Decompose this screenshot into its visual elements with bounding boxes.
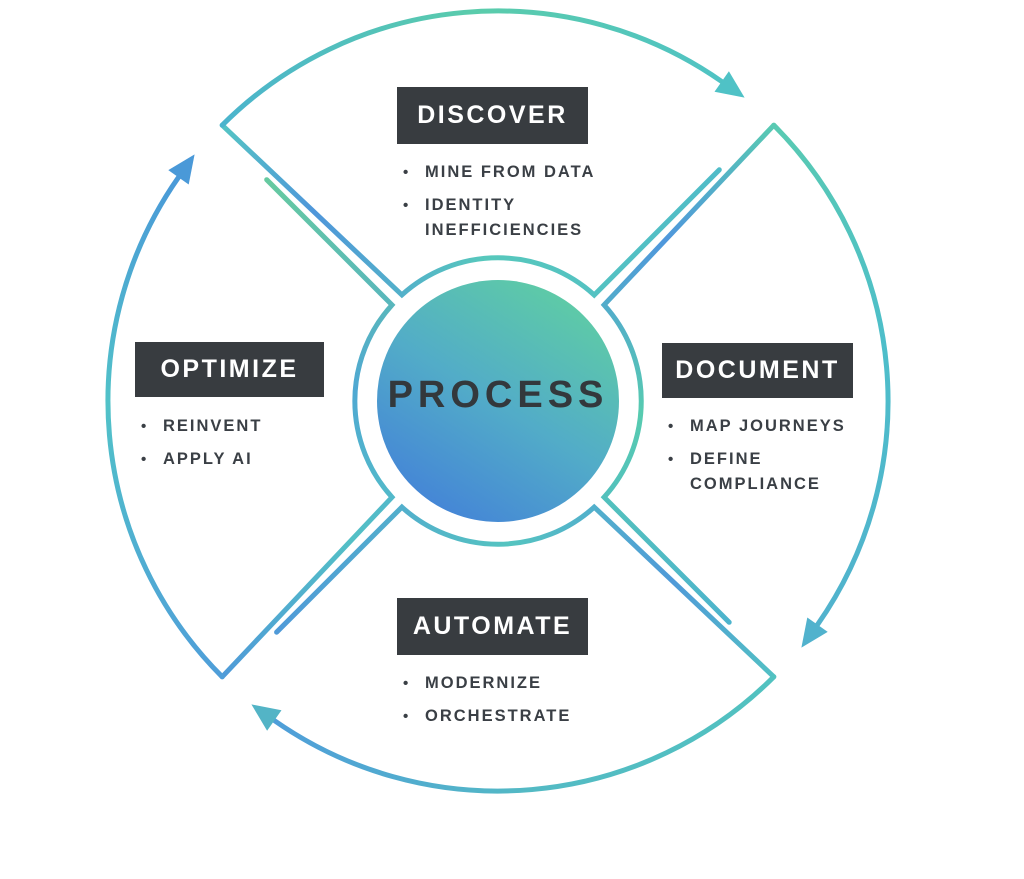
bullet-dot-icon: • [403,197,411,214]
list-item: • MODERNIZE [403,671,628,696]
bullet-dot-icon: • [668,451,676,468]
list-item: • MINE FROM DATA [403,160,615,185]
section-label: AUTOMATE [412,612,573,640]
bottom-slice-inner-path [274,503,777,680]
bullet-dot-icon: • [403,164,411,181]
left-cycle-arc [105,174,225,680]
list-item: • DEFINE COMPLIANCE [668,447,868,497]
bullet-dot-icon: • [141,451,149,468]
top-cycle-arc [219,8,725,128]
section-label: DOCUMENT [675,356,840,384]
list-item: • MAP JOURNEYS [668,414,868,439]
section-label: DISCOVER [417,101,568,129]
section-bullets-discover: • MINE FROM DATA • IDENTITY INEFFICIENCI… [403,160,615,251]
list-item: • APPLY AI [141,447,331,472]
section-heading-optimize: OPTIMIZE [135,342,324,397]
bullet-dot-icon: • [403,708,411,725]
bottom-cycle-arc [271,674,777,794]
right-slice-inner-path [600,122,777,625]
section-bullets-automate: • MODERNIZE • ORCHESTRATE [403,671,628,737]
bullet-dot-icon: • [141,418,149,435]
bullet-dot-icon: • [668,418,676,435]
clockwise-arrowhead-bottom-icon [251,704,282,731]
top-slice-inner-path [219,122,722,299]
right-cycle-arc [771,122,891,628]
list-item: • ORCHESTRATE [403,704,628,729]
clockwise-arrowhead-top-icon [714,71,745,98]
section-heading-discover: DISCOVER [397,87,588,144]
section-heading-automate: AUTOMATE [397,598,588,655]
left-slice-inner-path [219,177,396,680]
bullet-dot-icon: • [403,675,411,692]
process-center-label: PROCESS [387,374,609,416]
clockwise-arrowhead-right-icon [801,617,828,648]
list-item: • IDENTITY INEFFICIENCIES [403,193,615,243]
section-bullets-document: • MAP JOURNEYS • DEFINE COMPLIANCE [668,414,868,505]
process-circle [377,280,619,522]
list-item: • REINVENT [141,414,331,439]
clockwise-arrowhead-left-icon [168,154,195,185]
section-heading-document: DOCUMENT [662,343,853,398]
section-bullets-optimize: • REINVENT • APPLY AI [141,414,331,480]
section-label: OPTIMIZE [160,355,299,383]
